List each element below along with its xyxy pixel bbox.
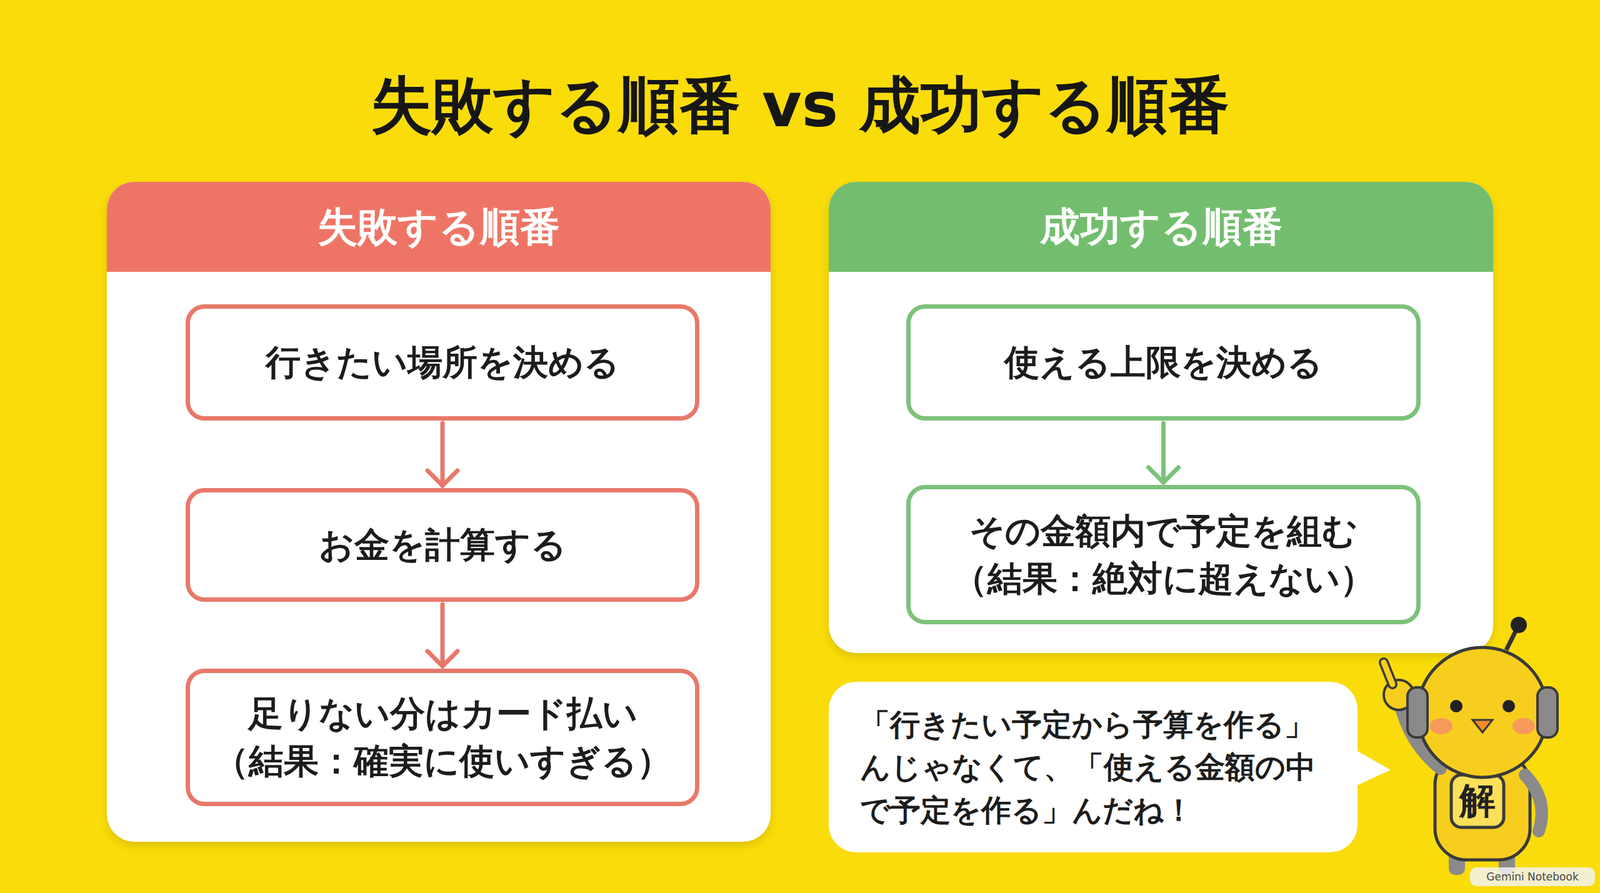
process-box: 足りない分はカード払い（結果：確実に使いすぎる） [185,668,700,807]
cheek [1430,718,1453,735]
body [1435,753,1530,860]
finger [1383,662,1393,685]
mascot-badge-text: 解 [1451,775,1504,828]
arm [1525,775,1542,832]
bubble-text: 「行きたい予定から予算を作る」んじゃなくて、「使える金額の中で予定を作る」んだね… [860,703,1323,831]
antenna-ball [1510,616,1527,634]
head [1417,647,1548,778]
process-box: 使える上限を決める [906,304,1421,421]
eye [1502,700,1515,713]
step-text: 足りない分はカード払い [248,690,638,738]
step-text: 行きたい場所を決める [265,338,620,387]
arm [1400,703,1441,769]
headphone [1407,687,1428,738]
process-box: その金額内で予定を組む（結果：絶対に超えない） [906,485,1421,625]
step-text: その金額内で予定を組む [969,507,1358,555]
panel-header: 成功する順番 [828,181,1494,272]
panel-card: 失敗する順番行きたい場所を決めるお金を計算する足りない分はカード払い（結果：確実… [106,181,771,842]
eye [1450,700,1463,713]
speech-bubble: 「行きたい予定から予算を作る」んじゃなくて、「使える金額の中で予定を作る」んだね… [828,681,1358,853]
step-text: お金を計算する [318,521,567,569]
watermark-pill [1470,867,1595,887]
antenna [1506,627,1518,650]
watermark: Gemini Notebook [1470,867,1595,887]
cheek [1512,718,1535,735]
diagram-title: 失敗する順番 vs 成功する順番 [0,70,1600,141]
panel-title: 失敗する順番 [317,205,560,249]
result-text: （結果：確実に使いすぎる） [213,737,672,785]
process-box: お金を計算する [185,488,700,602]
leg [1448,850,1465,875]
headphone [1537,687,1558,738]
step-text: 使える上限を決める [1004,338,1323,387]
belly-plate [1451,775,1504,828]
panel-title: 成功する順番 [1040,205,1283,249]
panel-header: 失敗する順番 [106,181,771,272]
finger [1383,662,1393,685]
panel-card: 成功する順番使える上限を決めるその金額内で予定を組む（結果：絶対に超えない） [828,181,1494,654]
beak [1472,720,1493,733]
mascot [1383,616,1558,875]
result-text: （結果：絶対に超えない） [952,555,1375,603]
hand [1383,680,1414,710]
process-box: 行きたい場所を決める [185,304,700,421]
